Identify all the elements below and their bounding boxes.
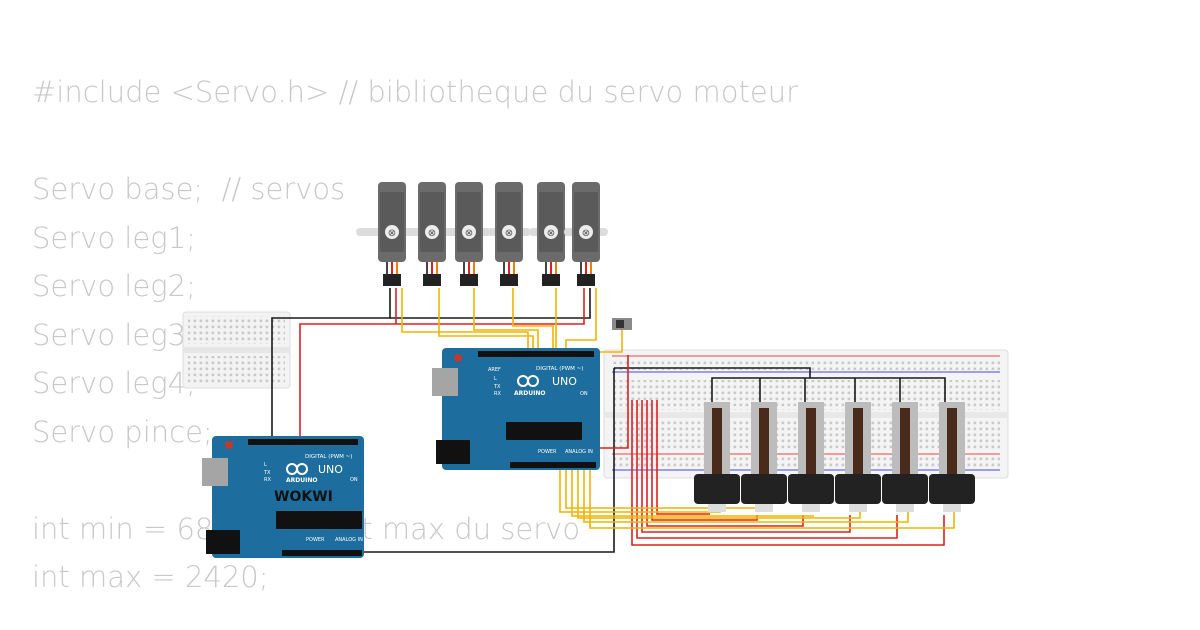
svg-text:ON: ON bbox=[580, 391, 588, 397]
svg-text:L: L bbox=[264, 462, 267, 468]
slide-potentiometers bbox=[694, 402, 975, 512]
slide-pot[interactable] bbox=[694, 402, 740, 512]
svg-text:⊗: ⊗ bbox=[582, 228, 590, 239]
servo-leg3[interactable]: ⊗ bbox=[487, 182, 531, 286]
servo-leg4[interactable]: ⊗ bbox=[529, 182, 573, 286]
slide-pot[interactable] bbox=[788, 402, 834, 512]
svg-text:ANALOG IN: ANALOG IN bbox=[335, 537, 363, 543]
svg-text:ARDUINO: ARDUINO bbox=[286, 477, 317, 484]
svg-text:⊗: ⊗ bbox=[547, 228, 555, 239]
code-line: #include <Servo.h> // bibliotheque du se… bbox=[32, 75, 799, 109]
svg-text:RX: RX bbox=[264, 477, 271, 483]
servo-row: ⊗ ⊗ ⊗ ⊗ bbox=[356, 182, 608, 286]
slide-pot[interactable] bbox=[929, 402, 975, 512]
arduino-label: ARDUINO bbox=[514, 390, 545, 397]
servo-leg1[interactable]: ⊗ bbox=[410, 182, 454, 286]
servo-base[interactable]: ⊗ bbox=[356, 182, 422, 286]
servo-pince[interactable]: ⊗ bbox=[564, 182, 608, 286]
svg-text:⊗: ⊗ bbox=[388, 228, 396, 239]
svg-text:POWER: POWER bbox=[538, 449, 557, 455]
code-line: Servo base; // servos bbox=[32, 172, 346, 206]
svg-text:POWER: POWER bbox=[306, 537, 325, 543]
slide-pot[interactable] bbox=[835, 402, 881, 512]
svg-text:RX: RX bbox=[494, 391, 501, 397]
code-line: Servo pince; bbox=[32, 414, 213, 449]
uno-label: UNO bbox=[552, 375, 577, 388]
wires bbox=[271, 288, 955, 553]
wokwi-logo: WOKWI bbox=[274, 489, 333, 505]
slide-pot[interactable] bbox=[741, 402, 787, 512]
arduino-uno-secondary[interactable]: DIGITAL (PWM ~) UNO ARDUINO WOKWI L TX R… bbox=[202, 436, 364, 558]
svg-text:ON: ON bbox=[350, 477, 358, 483]
small-breadboard[interactable] bbox=[182, 311, 291, 389]
svg-text:DIGITAL (PWM ~): DIGITAL (PWM ~) bbox=[305, 454, 352, 460]
svg-text:TX: TX bbox=[263, 470, 271, 476]
reset-button[interactable] bbox=[454, 354, 462, 362]
svg-text:AREF: AREF bbox=[488, 367, 501, 373]
arduino-uno-main[interactable]: DIGITAL (PWM ~) AREF UNO ARDUINO L TX RX… bbox=[432, 348, 600, 470]
code-line: Servo leg1; bbox=[32, 220, 196, 255]
svg-text:⊗: ⊗ bbox=[428, 228, 436, 239]
svg-text:TX: TX bbox=[493, 384, 501, 390]
svg-text:UNO: UNO bbox=[318, 463, 343, 476]
reset-button[interactable] bbox=[225, 441, 233, 449]
servo-leg2[interactable]: ⊗ bbox=[447, 182, 491, 286]
slide-switch[interactable] bbox=[612, 318, 632, 330]
svg-text:⊗: ⊗ bbox=[505, 228, 513, 239]
code-line: int max = 2420; bbox=[32, 560, 269, 594]
svg-text:⊗: ⊗ bbox=[465, 228, 473, 239]
code-line: Servo leg2; bbox=[32, 269, 196, 303]
svg-text:L: L bbox=[494, 376, 497, 382]
svg-text:ANALOG IN: ANALOG IN bbox=[565, 449, 593, 455]
digital-header-label: DIGITAL (PWM ~) bbox=[536, 366, 583, 372]
slide-pot[interactable] bbox=[882, 402, 928, 512]
